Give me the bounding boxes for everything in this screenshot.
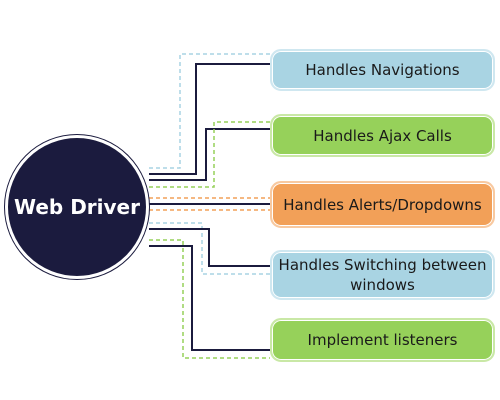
connector-dashed-listeners <box>149 239 270 359</box>
connector-solid-ajax <box>149 128 270 181</box>
web-driver-hub: Web Driver <box>5 135 149 279</box>
connector-solid-listeners <box>149 245 270 351</box>
connector-solid-switching <box>149 228 270 267</box>
connector-dashed-navigations <box>149 53 270 169</box>
connector-dashed-switching <box>149 222 270 275</box>
node-handles-switching-windows: Handles Switching between windows <box>270 250 495 300</box>
node-handles-navigations: Handles Navigations <box>270 49 495 91</box>
node-label: Implement listeners <box>307 331 458 349</box>
node-handles-alerts-dropdowns: Handles Alerts/Dropdowns <box>270 181 495 228</box>
node-label: Handles Ajax Calls <box>313 126 452 145</box>
node-label: Handles Switching between windows <box>278 256 487 294</box>
node-label: Handles Navigations <box>305 61 460 79</box>
hub-label: Web Driver <box>14 195 140 219</box>
connector-solid-navigations <box>149 63 270 175</box>
node-handles-ajax-calls: Handles Ajax Calls <box>270 114 495 157</box>
node-implement-listeners: Implement listeners <box>270 318 495 362</box>
connector-dashed-ajax <box>149 121 270 188</box>
node-label: Handles Alerts/Dropdowns <box>283 195 482 214</box>
